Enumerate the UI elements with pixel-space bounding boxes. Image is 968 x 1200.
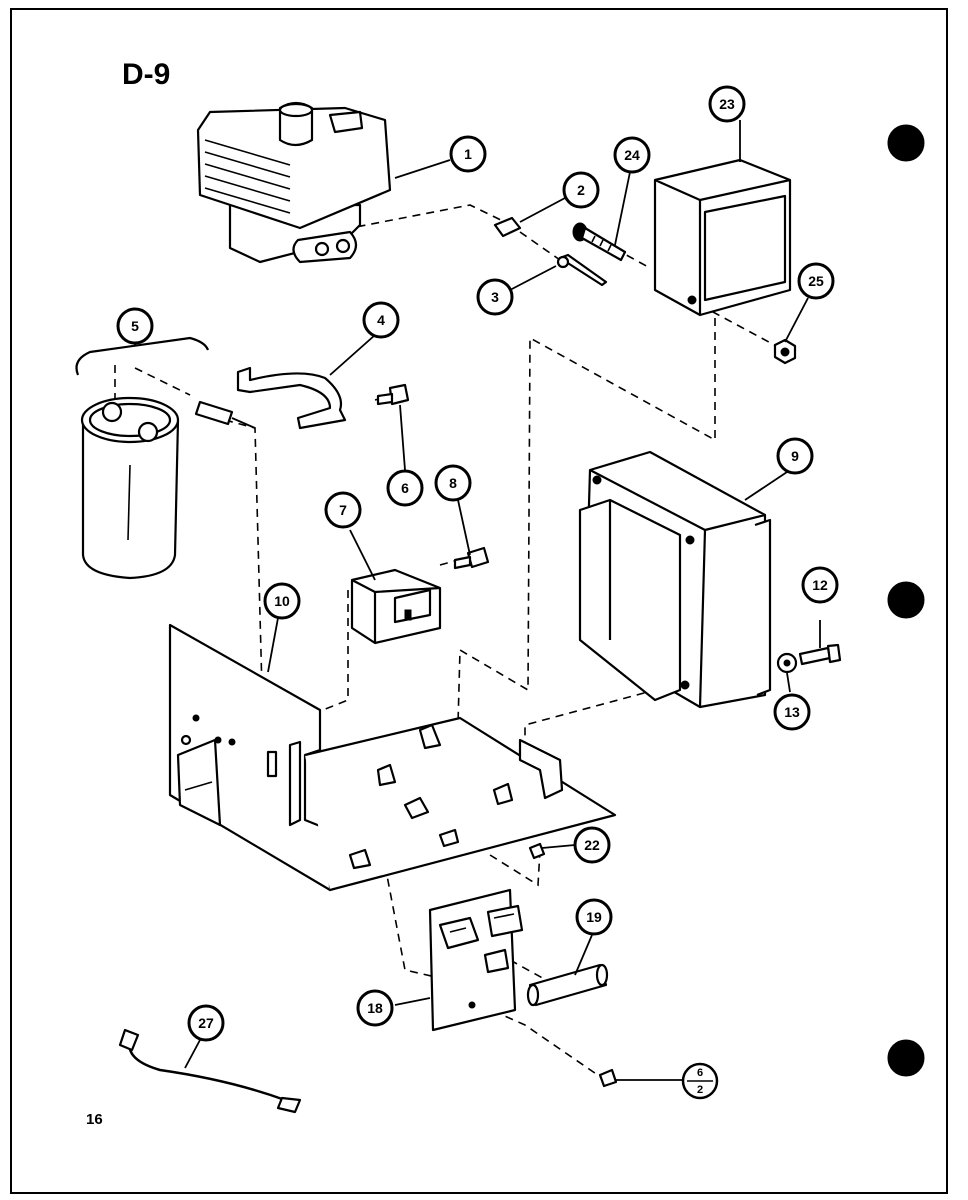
svg-text:10: 10 [274,593,290,609]
binder-hole-bottom [887,1039,925,1077]
svg-text:13: 13 [784,704,800,720]
callout-25: 25 [797,262,835,300]
svg-text:4: 4 [377,312,385,328]
callout-9: 9 [776,437,814,475]
high-voltage-transformer [578,450,772,709]
callout-6: 6 [386,469,424,507]
callout-8: 8 [434,464,472,502]
nut-25 [773,338,797,365]
screw-6 [376,383,410,406]
callout-13: 13 [773,693,811,731]
fuse [526,963,609,1007]
callout-23: 23 [708,85,746,123]
callout-3: 3 [476,278,514,316]
svg-text:5: 5 [131,318,139,334]
binder-hole-middle [887,581,925,619]
capacitor-strap [236,366,347,430]
callout-2: 2 [562,171,600,209]
callout-12: 12 [801,566,839,604]
lock-washer-13 [776,652,798,674]
callout-22: 22 [573,826,611,864]
callout-27: 27 [187,1004,225,1042]
filament-transformer [653,158,792,317]
svg-text:2: 2 [577,182,585,198]
screw-8 [453,546,490,570]
screw-bottom [598,1068,618,1088]
svg-text:22: 22 [584,837,600,853]
relay [350,568,442,645]
page-number: 16 [86,1111,103,1128]
svg-text:12: 12 [812,577,828,593]
binder-hole-top [887,124,925,162]
screw-22 [528,842,546,860]
svg-text:25: 25 [808,273,824,289]
svg-text:27: 27 [198,1015,214,1031]
svg-text:9: 9 [791,448,799,464]
chassis-base-plate [168,623,617,892]
svg-text:24: 24 [624,147,640,163]
svg-text:7: 7 [339,502,347,518]
capacitor [75,336,210,580]
callout-4: 4 [362,301,400,339]
bolt-12 [798,643,842,666]
svg-text:8: 8 [449,475,457,491]
diode [194,400,256,429]
binder-holes [887,124,925,1077]
svg-text:1: 1 [464,146,472,162]
callout-fraction: 6 2 [681,1062,719,1100]
callout-24: 24 [613,136,651,174]
long-screw [572,222,627,262]
callout-5: 5 [116,307,154,345]
svg-text:19: 19 [586,909,602,925]
callout-1: 1 [449,135,487,173]
svg-text:3: 3 [491,289,499,305]
callout-19: 19 [575,898,613,936]
svg-text:6: 6 [697,1067,703,1079]
wire-lead [118,1028,302,1114]
callout-18: 18 [356,989,394,1027]
pin [556,253,608,287]
terminal-board [428,888,524,1032]
svg-text:23: 23 [719,96,735,112]
callout-10: 10 [263,582,301,620]
svg-text:18: 18 [367,1000,383,1016]
svg-text:2: 2 [697,1084,703,1096]
callout-7: 7 [324,491,362,529]
magnetron [196,101,392,264]
svg-text:6: 6 [401,480,409,496]
clip [493,216,522,238]
diagram-title: D-9 [122,58,170,91]
